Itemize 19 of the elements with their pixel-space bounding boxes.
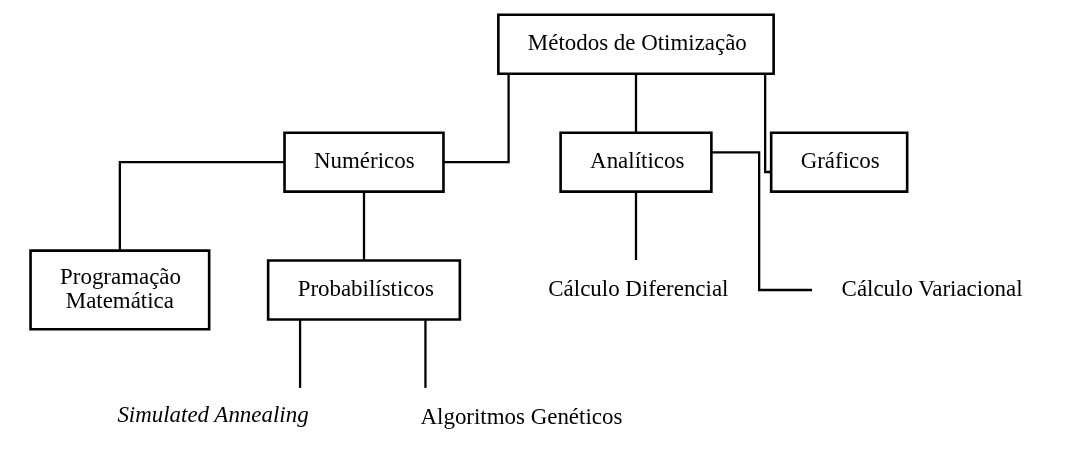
connector [634,74,637,132]
node-box: Probabilísticos [266,259,461,321]
node-text: Algoritmos Genéticos [420,403,622,429]
connector [443,74,510,164]
node-box: Gráficos [769,131,908,193]
connector [298,319,301,388]
connector [634,191,637,261]
node-box: Numéricos [282,131,445,193]
node-box: Analíticos [558,131,713,193]
node-box: Métodos de Otimização [496,13,775,75]
connector [423,319,427,388]
connector [118,161,284,251]
connector [711,151,812,292]
node-text: Simulated Annealing [116,402,309,428]
node-text: Cálculo Variacional [841,276,1023,302]
connector [362,191,365,261]
node-text: Cálculo Diferencial [547,276,728,302]
connector [763,73,771,174]
node-box: Programação Matemática [28,249,210,331]
